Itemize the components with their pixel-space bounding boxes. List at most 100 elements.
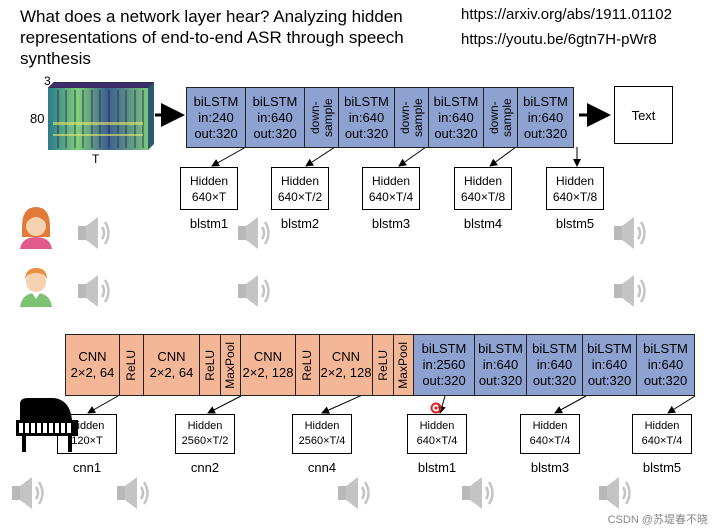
youtube-link[interactable]: https://youtu.be/6gtn7H-pWr8	[461, 31, 657, 48]
layer-label: 2×2, 128	[242, 365, 294, 380]
layer-name-label: cnn4	[307, 460, 337, 475]
maxpool-layer: MaxPool	[220, 334, 241, 396]
layer-label: down-sample	[486, 98, 514, 137]
layer-name-label: blstm3	[371, 216, 411, 231]
speaker-audio-icon[interactable]	[10, 473, 46, 513]
speaker-audio-icon[interactable]	[460, 473, 496, 513]
speaker-audio-icon[interactable]	[612, 213, 648, 253]
layer-label: in:2560	[422, 357, 466, 372]
layer-label: in:640	[647, 357, 684, 372]
hidden-title: Hidden	[371, 173, 411, 188]
spectrogram-dim-left: 80	[30, 111, 45, 126]
layer-label: down-sample	[397, 98, 425, 137]
hidden-dims: 2560×T/4	[298, 435, 346, 447]
hidden-title: Hidden	[189, 173, 229, 188]
hidden-dims: 640×T/4	[368, 189, 414, 204]
piano-icon	[16, 398, 78, 452]
layer-label: biLSTM	[478, 341, 523, 356]
layer-label: out:320	[422, 373, 466, 388]
spectrogram-dim-top: 3	[44, 74, 51, 88]
layer-name-label: blstm1	[417, 460, 457, 475]
layer-name-label: cnn1	[72, 460, 102, 475]
hidden-title: Hidden	[532, 420, 568, 432]
layer-label: biLSTM	[587, 341, 632, 356]
hidden-title: Hidden	[187, 420, 223, 432]
maxpool-layer: MaxPool	[393, 334, 414, 396]
arxiv-link[interactable]: https://arxiv.org/abs/1911.01102	[461, 6, 672, 23]
layer-label: out:320	[532, 373, 577, 388]
layer-label: in:640	[257, 109, 293, 125]
layer-name-label: blstm5	[555, 216, 595, 231]
layer-label: out:320	[344, 125, 389, 141]
layer-label: biLSTM	[421, 341, 467, 356]
layer-label: biLSTM	[193, 93, 239, 109]
downsample-layer: down-sample	[483, 87, 518, 148]
text-output-box: Text	[614, 86, 673, 144]
hidden-dims: 640×T/8	[460, 189, 506, 204]
downsample-layer: down-sample	[394, 87, 429, 148]
layer-label: out:320	[434, 125, 478, 141]
watermark: CSDN @苏堤春不晓	[607, 514, 708, 526]
speaker-audio-icon[interactable]	[76, 213, 112, 253]
layer-label: ReLU	[124, 349, 138, 381]
speaker-audio-icon[interactable]	[115, 473, 151, 513]
female-speaker-icon	[20, 207, 52, 249]
layer-label: out:320	[643, 373, 688, 388]
layer-label: out:320	[253, 125, 297, 141]
layer-name-label: blstm5	[642, 460, 682, 475]
layer-name-label: cnn2	[190, 460, 220, 475]
layer-label: in:640	[482, 357, 519, 372]
layer-name-label: blstm4	[463, 216, 503, 231]
speaker-audio-icon[interactable]	[612, 271, 648, 311]
layer-label: in:240	[198, 109, 234, 125]
layer-label: CNN	[331, 349, 361, 364]
layer-label: 2×2, 128	[320, 365, 372, 380]
hidden-dims: 640×T	[191, 189, 227, 204]
layer-label: CNN	[157, 349, 186, 364]
hidden-dims: 640×T/4	[416, 435, 458, 447]
layer-label: in:640	[591, 357, 628, 372]
layer-label: biLSTM	[344, 93, 389, 109]
layer-label: ReLU	[300, 349, 314, 381]
layer-name-label: blstm1	[189, 216, 229, 231]
layer-label: out:320	[523, 125, 568, 141]
speaker-audio-icon[interactable]	[236, 271, 272, 311]
slide-title: What does a network layer hear? Analyzin…	[20, 7, 404, 68]
speaker-audio-icon[interactable]	[76, 271, 112, 311]
layer-label: biLSTM	[643, 341, 688, 356]
male-speaker-icon	[20, 268, 52, 307]
downsample-layer: down-sample	[304, 87, 339, 148]
hidden-dims: 640×T/4	[529, 435, 571, 447]
speaker-audio-icon[interactable]	[597, 473, 633, 513]
speaker-audio-icon[interactable]	[236, 213, 272, 253]
layer-name-label: blstm3	[530, 460, 570, 475]
layer-label: out:320	[194, 125, 238, 141]
hidden-dims: 120×T	[71, 435, 103, 447]
layer-label: biLSTM	[523, 93, 568, 109]
hidden-title: Hidden	[280, 173, 320, 188]
hidden-title: Hidden	[69, 420, 105, 432]
speaker-audio-icon[interactable]	[336, 473, 372, 513]
hidden-representation-box: Hidden 640×T/4	[520, 414, 580, 454]
layer-label: biLSTM	[252, 93, 298, 109]
layer-label: CNN	[78, 349, 107, 364]
spectrogram-dim-bottom: T	[92, 152, 100, 166]
